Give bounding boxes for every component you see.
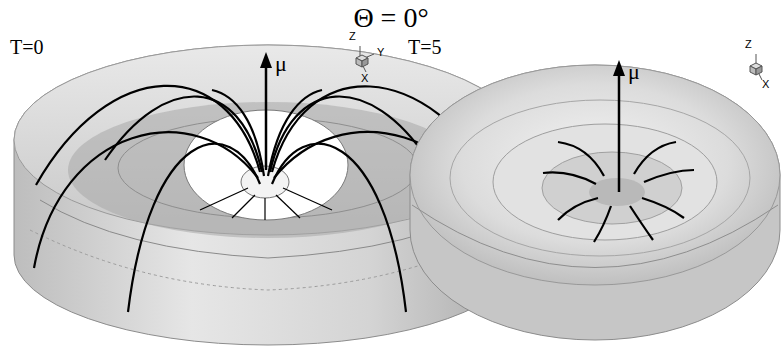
magnetic-moment-symbol: μ [628,60,640,84]
axis-label: X [762,78,769,90]
inner-field-lines [200,188,332,220]
figure-title: Θ = 0° [353,3,428,34]
right-disk [410,65,780,340]
magnetic-moment-symbol: μ [275,52,287,76]
right-mu-arrow [613,60,625,192]
left-mu-arrow [260,52,272,170]
time-label: T=5 [408,36,442,58]
axis-label: X [361,72,368,84]
left-axis-triad [356,46,374,72]
axis-label: Z [745,38,752,50]
time-label: T=0 [10,36,44,58]
axis-label: Y [377,46,384,58]
right-axis-triad [750,54,762,80]
axis-label: Z [349,30,356,42]
